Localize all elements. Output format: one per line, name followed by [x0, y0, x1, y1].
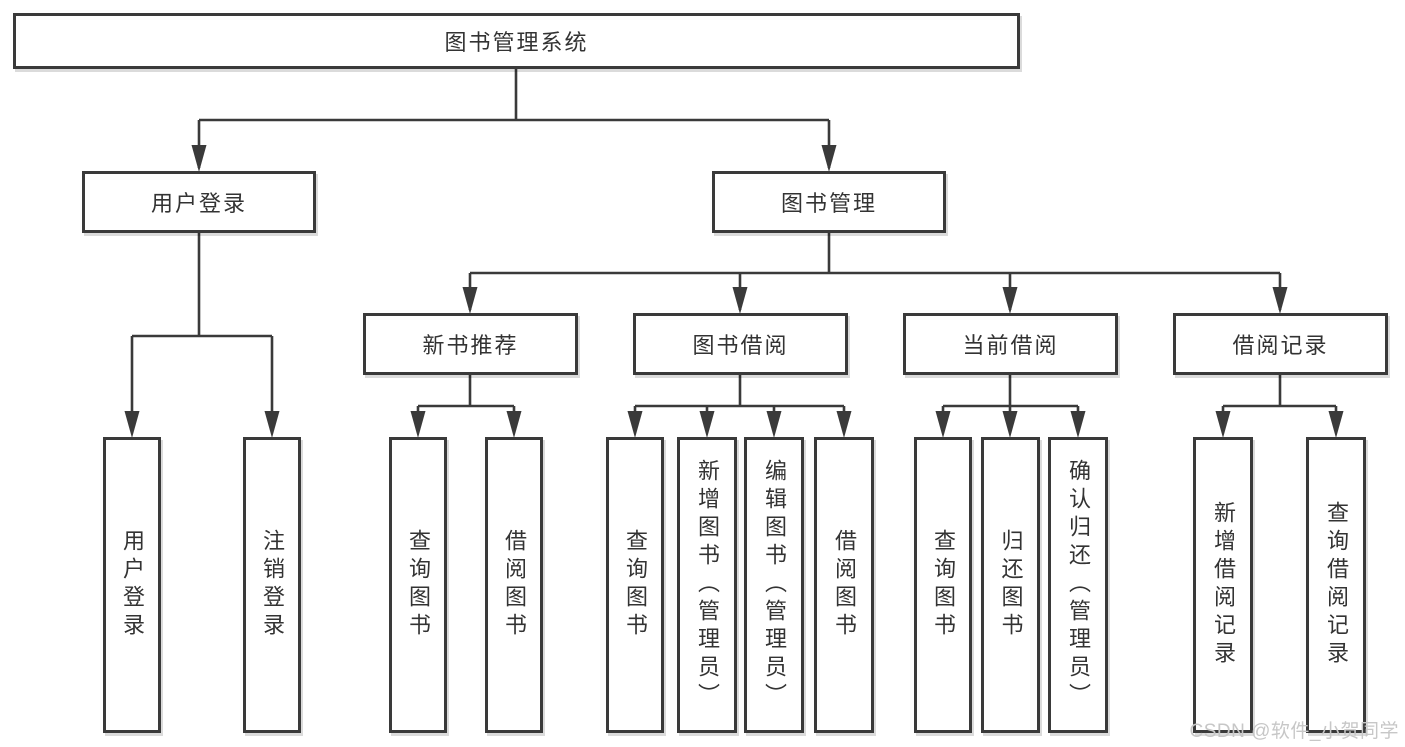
- leaf-query-books-recommend: 查询图书: [389, 437, 447, 733]
- node-book-management: 图书管理: [712, 171, 946, 233]
- leaf-user-login: 用户登录: [103, 437, 161, 733]
- csdn-watermark: CSDN @软件_小贺同学: [1189, 721, 1399, 742]
- leaf-return-book: 归还图书: [981, 437, 1040, 733]
- leaf-borrow-books: 借阅图书: [814, 437, 874, 733]
- arrowheads: [124, 145, 1344, 438]
- leaf-query-borrow-record: 查询借阅记录: [1306, 437, 1366, 733]
- leaf-edit-book-admin: 编辑图书（管理员）: [744, 437, 804, 733]
- leaf-add-borrow-record: 新增借阅记录: [1193, 437, 1253, 733]
- leaf-query-books-current: 查询图书: [914, 437, 972, 733]
- root-box-library-system: 图书管理系统: [13, 13, 1020, 69]
- leaf-add-book-admin: 新增图书（管理员）: [677, 437, 737, 733]
- node-user-login: 用户登录: [82, 171, 316, 233]
- leaf-borrow-books-recommend: 借阅图书: [485, 437, 543, 733]
- node-book-borrow: 图书借阅: [633, 313, 848, 375]
- leaf-logout: 注销登录: [243, 437, 301, 733]
- node-new-book-recommend: 新书推荐: [363, 313, 578, 375]
- leaf-confirm-return-admin: 确认归还（管理员）: [1048, 437, 1108, 733]
- node-current-borrow: 当前借阅: [903, 313, 1118, 375]
- node-borrow-records: 借阅记录: [1173, 313, 1388, 375]
- leaf-query-books-borrow: 查询图书: [606, 437, 664, 733]
